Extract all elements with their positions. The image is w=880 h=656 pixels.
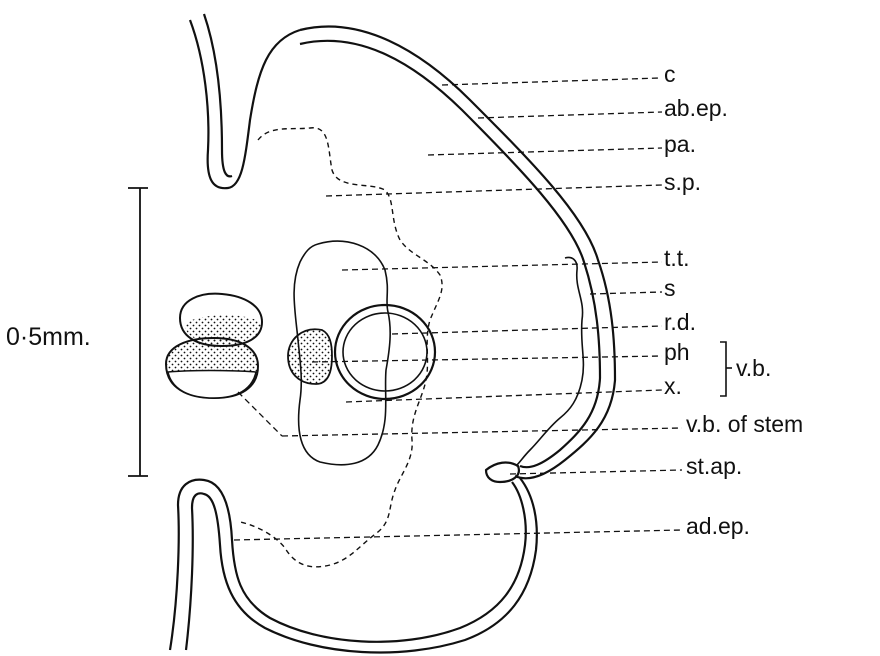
label-ph: ph (664, 339, 690, 365)
stalk-appendage (486, 463, 519, 482)
label-tt: t.t. (664, 245, 690, 271)
label-rd: r.d. (664, 309, 696, 335)
stem-vascular-bundles (166, 294, 262, 398)
scale-label: 0·5mm. (6, 323, 91, 351)
leader-lines (234, 78, 682, 540)
label-x: x. (664, 373, 682, 399)
label-pa: pa. (664, 131, 696, 157)
label-ad-ep: ad.ep. (686, 513, 750, 539)
label-ab-ep: ab.ep. (664, 95, 728, 121)
upper-stem-margin (190, 14, 300, 188)
label-s: s (664, 275, 676, 301)
lower-stem-margin (170, 478, 537, 653)
inner-layer-s (516, 258, 583, 467)
vb-brace (720, 342, 732, 396)
label-c: c (664, 61, 676, 87)
label-vb: v.b. (736, 355, 771, 381)
label-st-ap: st.ap. (686, 453, 742, 479)
label-sp: s.p. (664, 169, 701, 195)
label-vb-of-stem: v.b. of stem (686, 411, 803, 437)
vascular-bundle-ph-x (288, 329, 332, 384)
scale-bar (128, 188, 148, 476)
